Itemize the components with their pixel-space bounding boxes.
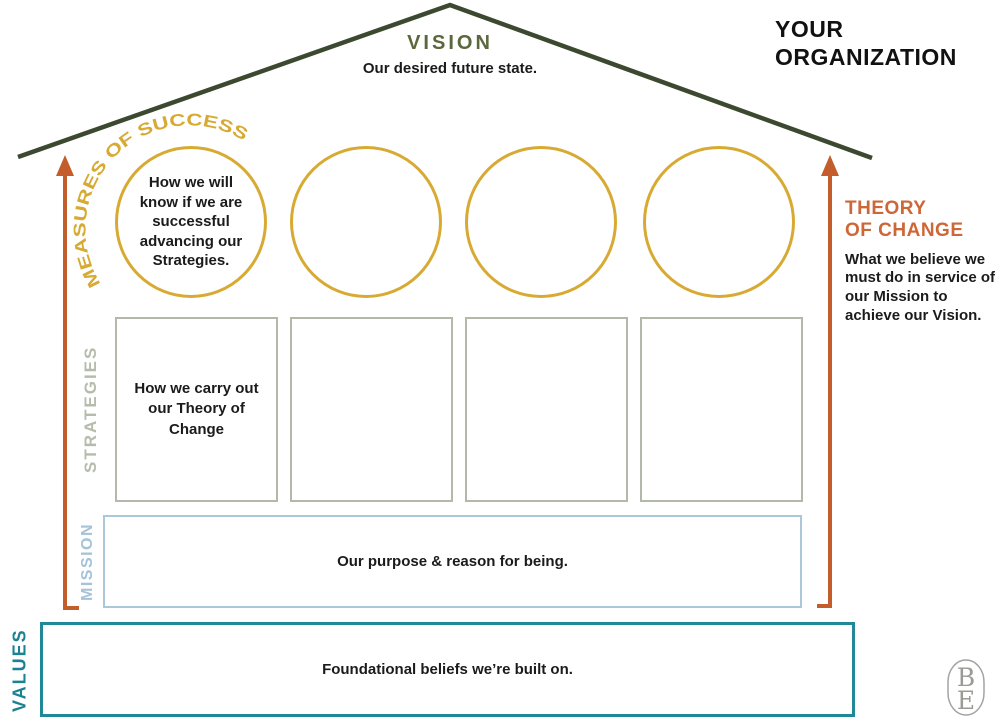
values-label: VALUES <box>9 628 30 712</box>
organization-name-line1: YOUR <box>775 16 844 42</box>
organization-name: YOUR ORGANIZATION <box>775 16 957 71</box>
vision-label: VISION <box>407 32 493 54</box>
measure-circle-1: How we will know if we are successful ad… <box>115 146 267 298</box>
theory-of-change-label: THEORY OF CHANGE <box>845 198 1000 243</box>
organization-name-line2: ORGANIZATION <box>775 43 957 70</box>
values-text: Foundational beliefs we’re built on. <box>322 661 573 678</box>
mission-label: MISSION <box>79 522 96 601</box>
roof-line <box>17 2 873 161</box>
values-box: Foundational beliefs we’re built on. <box>40 622 855 717</box>
right-arrowhead-icon <box>821 155 839 176</box>
logo-letter-bottom: E <box>957 686 975 715</box>
measure-circle-1-text: How we will know if we are successful ad… <box>139 174 243 270</box>
strategy-box-4 <box>640 317 803 502</box>
mission-text: Our purpose & reason for being. <box>337 553 568 570</box>
measure-circle-3 <box>465 146 617 298</box>
strategy-box-2 <box>290 317 453 502</box>
measure-circle-4 <box>643 146 795 298</box>
mission-box: Our purpose & reason for being. <box>103 515 802 608</box>
theory-of-change-description: What we believe we must do in service of… <box>845 250 996 324</box>
logo-oval-icon <box>947 659 985 716</box>
be-logo: B E <box>947 659 985 716</box>
right-up-arrow <box>817 155 839 608</box>
strategies-label: STRATEGIES <box>81 345 100 474</box>
strategy-box-1: How we carry out our Theory of Change <box>115 317 278 502</box>
theory-label-line1: THEORY <box>845 198 927 219</box>
left-up-arrow <box>56 155 79 610</box>
logo-letter-top: B <box>957 663 975 692</box>
vision-description: Our desired future state. <box>362 60 538 77</box>
left-arrowhead-icon <box>56 155 74 176</box>
theory-of-change-block: THEORY OF CHANGE What we believe we must… <box>845 198 1000 325</box>
strategy-box-3 <box>465 317 628 502</box>
strategy-box-1-text: How we carry out our Theory of Change <box>134 380 259 438</box>
measure-circle-2 <box>290 146 442 298</box>
theory-label-line2: OF CHANGE <box>845 220 964 242</box>
